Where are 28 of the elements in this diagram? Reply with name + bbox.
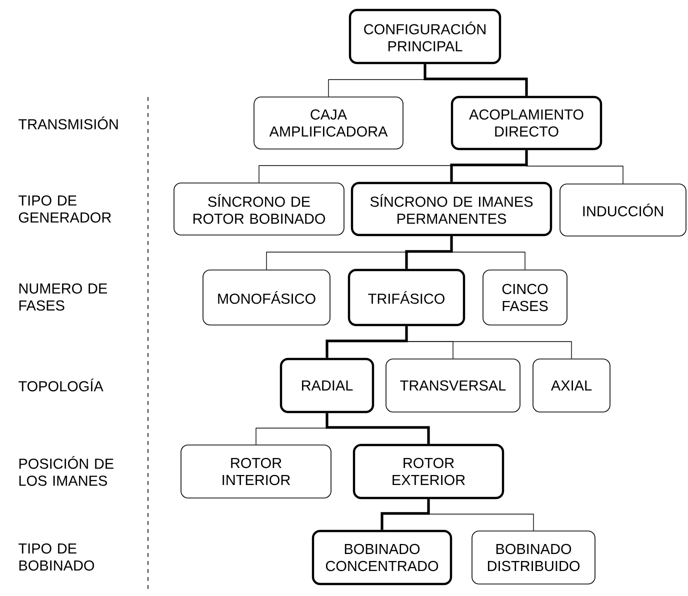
selected-option-box: RADIAL — [280, 358, 374, 414]
connector — [405, 236, 453, 269]
option-box: AXIAL — [532, 358, 610, 412]
option-box: TRANSVERSAL — [386, 358, 520, 412]
selected-option-box: CONFIGURACIÓN PRINCIPAL — [348, 8, 502, 64]
connector — [450, 150, 528, 182]
option-box: CINCO FASES — [482, 270, 568, 326]
row-label: TRANSMISIÓN — [18, 116, 118, 130]
option-box: BOBINADO DISTRIBUIDO — [472, 530, 596, 584]
selected-option-box: BOBINADO CONCENTRADO — [312, 530, 452, 586]
option-box: ROTOR INTERIOR — [180, 444, 332, 498]
option-box: SÍNCRONO DE ROTOR BOBINADO — [174, 182, 344, 236]
selected-option-box: ACOPLAMIENTO DIRECTO — [450, 96, 602, 150]
connector — [380, 499, 430, 530]
selected-option-box: ROTOR EXTERIOR — [352, 444, 504, 500]
selected-option-box: SÍNCRONO DE IMANES PERMANENTES — [350, 182, 552, 236]
connector — [326, 326, 408, 358]
row-label: POSICIÓN DE LOS IMANES — [19, 456, 114, 486]
option-box: INDUCCIÓN — [560, 184, 686, 236]
connector — [326, 413, 430, 444]
selected-option-box: TRIFÁSICO — [348, 268, 466, 326]
row-label: NUMERO DE FASES — [19, 283, 107, 311]
row-label: TIPO DE BOBINADO — [18, 543, 94, 571]
option-box: MONOFÁSICO — [202, 270, 330, 326]
option-box: CAJA AMPLIFICADORA — [254, 96, 404, 150]
connector — [424, 64, 528, 96]
row-label: TOPOLOGÍA — [18, 378, 104, 392]
row-label: TIPO DE GENERADOR — [18, 195, 111, 223]
